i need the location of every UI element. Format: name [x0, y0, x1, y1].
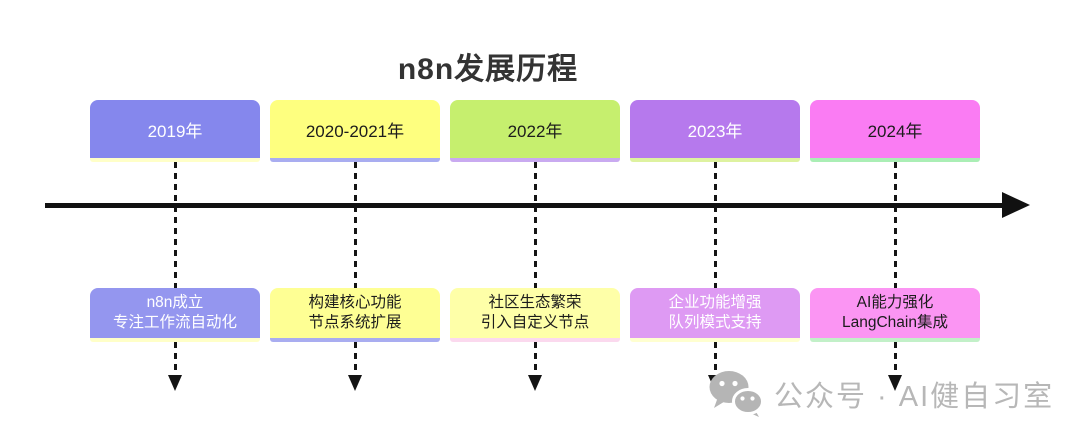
- desc-line: 队列模式支持: [668, 314, 762, 331]
- desc-box-2023: 企业功能增强 队列模式支持: [630, 288, 800, 342]
- year-box-2023: 2023年: [630, 100, 800, 162]
- desc-line: LangChain集成: [842, 314, 948, 331]
- connector-dashed-line: [713, 162, 717, 288]
- timeline-axis-arrowhead-icon: [1002, 192, 1030, 218]
- year-box-2024: 2024年: [810, 100, 980, 162]
- connector-dashed-line: [713, 342, 717, 376]
- desc-line: 企业功能增强: [668, 294, 762, 311]
- desc-box-2019: n8n成立 专注工作流自动化: [90, 288, 260, 342]
- down-arrowhead-icon: [888, 375, 902, 391]
- watermark: 公众号 · AI健自习室: [708, 370, 1054, 417]
- desc-line: AI能力强化: [856, 294, 934, 311]
- desc-line: 构建核心功能: [308, 294, 402, 311]
- connector-dashed-line: [353, 342, 357, 376]
- year-label: 2024年: [867, 121, 923, 141]
- connector-dashed-line: [893, 162, 897, 288]
- down-arrowhead-icon: [528, 375, 542, 391]
- connector-dashed-line: [173, 162, 177, 288]
- desc-line: 社区生态繁荣: [488, 294, 582, 311]
- year-label: 2020-2021年: [305, 121, 405, 141]
- desc-line: 节点系统扩展: [308, 314, 402, 331]
- year-box-2022: 2022年: [450, 100, 620, 162]
- connector-dashed-line: [893, 342, 897, 376]
- year-label: 2019年: [147, 121, 203, 141]
- connector-dashed-line: [533, 342, 537, 376]
- year-label: 2023年: [687, 121, 743, 141]
- connector-dashed-line: [533, 162, 537, 288]
- down-arrowhead-icon: [168, 375, 182, 391]
- wechat-icon: [709, 371, 764, 417]
- down-arrowhead-icon: [348, 375, 362, 391]
- desc-box-2022: 社区生态繁荣 引入自定义节点: [450, 288, 620, 342]
- year-box-2020-2021: 2020-2021年: [270, 100, 440, 162]
- page-title: n8n发展历程: [397, 53, 579, 86]
- desc-box-2020-2021: 构建核心功能 节点系统扩展: [270, 288, 440, 342]
- year-label: 2022年: [507, 121, 563, 141]
- desc-line: 专注工作流自动化: [112, 314, 237, 331]
- watermark-text: 公众号 · AI健自习室: [774, 380, 1055, 413]
- timeline-axis-line: [45, 203, 1003, 208]
- desc-line: 引入自定义节点: [480, 314, 590, 331]
- desc-box-2024: AI能力强化 LangChain集成: [810, 288, 980, 342]
- year-box-2019: 2019年: [90, 100, 260, 162]
- desc-line: n8n成立: [146, 294, 204, 311]
- connector-dashed-line: [173, 342, 177, 376]
- connector-dashed-line: [353, 162, 357, 288]
